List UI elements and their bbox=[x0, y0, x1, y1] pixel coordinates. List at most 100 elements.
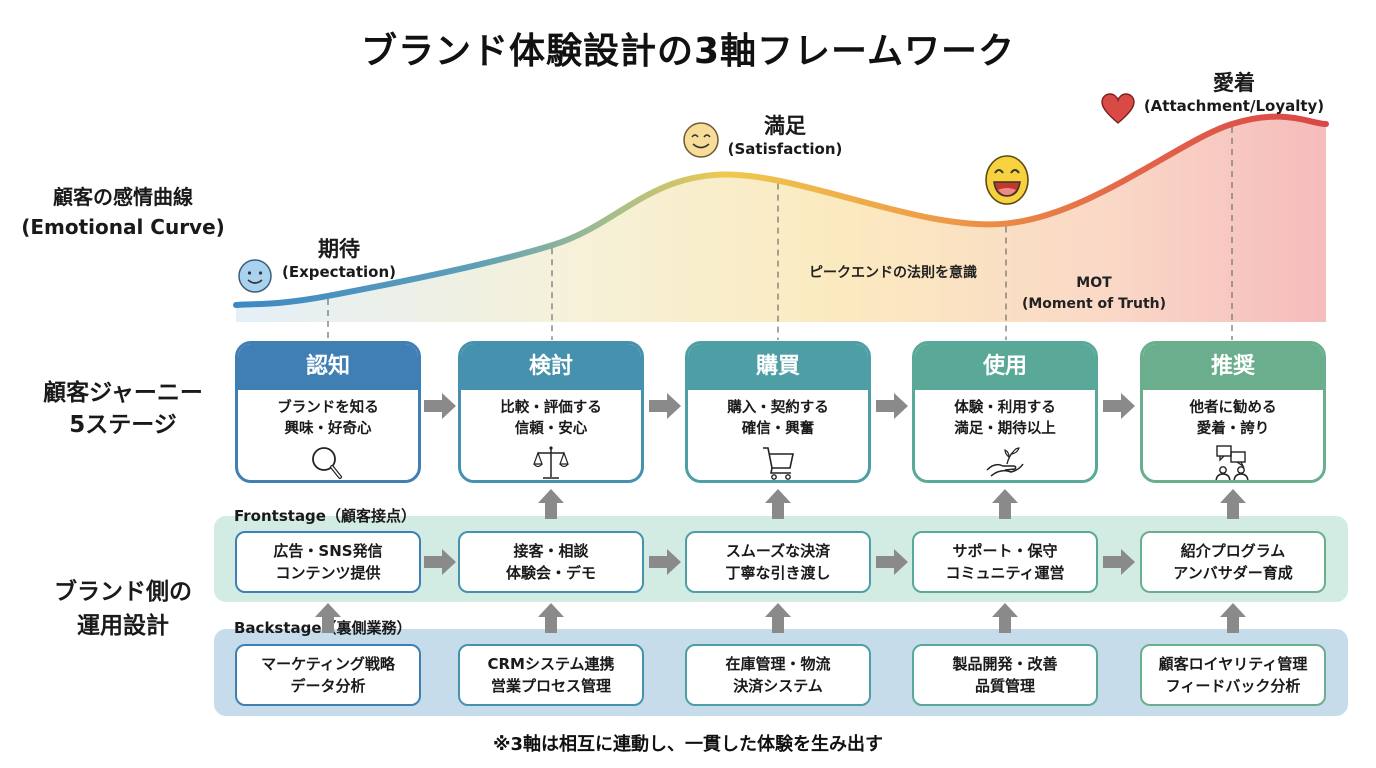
item-line2: コミュニティ運営 bbox=[945, 564, 1065, 582]
item-line2: フィードバック分析 bbox=[1165, 677, 1301, 695]
mot-note: MOT (Moment of Truth) bbox=[1008, 273, 1180, 315]
item-line2: データ分析 bbox=[290, 677, 366, 695]
item-line1: CRMシステム連携 bbox=[487, 655, 615, 673]
frontstage-item: 紹介プログラム アンバサダー育成 bbox=[1140, 531, 1326, 593]
calm-smile-face-icon bbox=[237, 258, 273, 298]
row-label-line1: 顧客の感情曲線 bbox=[53, 185, 193, 209]
row-label-line1: ブランド側の bbox=[54, 579, 192, 605]
stage-line1: 購入・契約する bbox=[727, 400, 829, 416]
up-arrow-icon bbox=[1220, 603, 1246, 633]
row-label-emotional-curve: 顧客の感情曲線 (Emotional Curve) bbox=[18, 182, 228, 242]
row-label-line2: 5ステージ bbox=[69, 412, 177, 438]
stage-description: ブランドを知る 興味・好奇心 bbox=[238, 390, 418, 480]
frontstage-item: 広告・SNS発信 コンテンツ提供 bbox=[235, 531, 421, 593]
flow-arrow-icon bbox=[1103, 549, 1135, 575]
item-line1: 接客・相談 bbox=[513, 542, 589, 560]
item-line2: 品質管理 bbox=[974, 677, 1035, 695]
item-line1: サポート・保守 bbox=[952, 542, 1058, 560]
scale-icon bbox=[461, 444, 641, 480]
stage-description: 購入・契約する 確信・興奮 bbox=[688, 390, 868, 480]
item-line1: 紹介プログラム bbox=[1180, 542, 1286, 560]
curve-point-sublabel: (Attachment/Loyalty) bbox=[1143, 97, 1325, 115]
item-line1: マーケティング戦略 bbox=[261, 655, 395, 673]
stage-card: 検討 比較・評価する 信頼・安心 bbox=[458, 341, 644, 483]
stage-line1: 体験・利用する bbox=[954, 400, 1056, 416]
stage-title: 使用 bbox=[915, 344, 1095, 390]
curve-point-satisfaction: 満足 (Satisfaction) bbox=[720, 113, 850, 159]
row-label-line1: 顧客ジャーニー bbox=[43, 380, 203, 406]
stage-title: 購買 bbox=[688, 344, 868, 390]
item-line2: 丁寧な引き渡し bbox=[725, 564, 831, 582]
stage-line2: 満足・期待以上 bbox=[954, 421, 1056, 437]
frontstage-item: 接客・相談 体験会・デモ bbox=[458, 531, 644, 593]
stage-line2: 興味・好奇心 bbox=[284, 421, 372, 437]
up-arrow-icon bbox=[765, 489, 791, 519]
curve-point-label: 満足 bbox=[764, 114, 806, 138]
up-arrow-icon bbox=[538, 603, 564, 633]
stage-line1: 他者に勧める bbox=[1189, 400, 1277, 416]
hand-plant-icon bbox=[915, 444, 1095, 480]
flow-arrow-icon bbox=[875, 549, 908, 575]
stage-line2: 愛着・誇り bbox=[1196, 421, 1270, 437]
stage-card: 推奨 他者に勧める 愛着・誇り bbox=[1140, 341, 1326, 483]
backstage-item: CRMシステム連携 営業プロセス管理 bbox=[458, 644, 644, 706]
peak-end-note: ピークエンドの法則を意識 bbox=[809, 265, 977, 281]
magnifier-icon bbox=[238, 444, 418, 480]
stage-line1: ブランドを知る bbox=[277, 400, 379, 416]
up-arrow-icon bbox=[992, 489, 1018, 519]
item-line1: 顧客ロイヤリティ管理 bbox=[1158, 655, 1308, 673]
happy-face-icon bbox=[682, 121, 720, 163]
up-arrow-icon bbox=[765, 603, 791, 633]
stage-title: 検討 bbox=[461, 344, 641, 390]
item-line2: アンバサダー育成 bbox=[1173, 564, 1293, 582]
row-label-brand-operations: ブランド側の 運用設計 bbox=[18, 575, 228, 643]
row-label-line2: (Emotional Curve) bbox=[21, 215, 225, 239]
frontstage-item: サポート・保守 コミュニティ運営 bbox=[912, 531, 1098, 593]
stage-title: 推奨 bbox=[1143, 344, 1323, 390]
emotional-curve-line bbox=[233, 113, 1329, 308]
curve-point-sublabel: (Satisfaction) bbox=[727, 140, 843, 158]
curve-area-fill bbox=[236, 116, 1326, 323]
stage-description: 体験・利用する 満足・期待以上 bbox=[915, 390, 1095, 480]
footer-note: ※3軸は相互に連動し、一貫した体験を生み出す bbox=[492, 734, 884, 755]
stage-description: 比較・評価する 信頼・安心 bbox=[461, 390, 641, 480]
row-label-customer-journey: 顧客ジャーニー 5ステージ bbox=[18, 377, 228, 441]
frontstage-item: スムーズな決済 丁寧な引き渡し bbox=[685, 531, 871, 593]
heart-icon bbox=[1100, 93, 1136, 129]
flow-arrow-icon bbox=[1103, 393, 1135, 419]
item-line2: コンテンツ提供 bbox=[275, 564, 381, 582]
item-line1: スムーズな決済 bbox=[725, 542, 831, 560]
item-line2: 決済システム bbox=[733, 677, 823, 695]
flow-arrow-icon bbox=[648, 549, 681, 575]
people-chat-icon bbox=[1143, 444, 1323, 480]
flow-arrow-icon bbox=[423, 549, 456, 575]
frontstage-label: Frontstage（顧客接点） bbox=[234, 507, 416, 525]
page-title: ブランド体験設計の3軸フレームワーク bbox=[361, 31, 1015, 72]
emotional-curve-chart bbox=[233, 113, 1329, 340]
item-line1: 製品開発・改善 bbox=[952, 655, 1058, 673]
laughing-face-icon bbox=[984, 154, 1030, 210]
mot-sublabel: (Moment of Truth) bbox=[1021, 296, 1167, 312]
up-arrow-icon bbox=[538, 489, 564, 519]
stage-description: 他者に勧める 愛着・誇り bbox=[1143, 390, 1323, 480]
up-arrow-icon bbox=[315, 603, 341, 633]
item-line1: 在庫管理・物流 bbox=[725, 655, 831, 673]
cart-icon bbox=[688, 444, 868, 480]
backstage-item: 製品開発・改善 品質管理 bbox=[912, 644, 1098, 706]
mot-label: MOT bbox=[1076, 275, 1112, 291]
curve-point-label: 期待 bbox=[318, 237, 360, 261]
backstage-item: 顧客ロイヤリティ管理 フィードバック分析 bbox=[1140, 644, 1326, 706]
up-arrow-icon bbox=[992, 603, 1018, 633]
row-label-line2: 運用設計 bbox=[77, 613, 169, 639]
backstage-item: マーケティング戦略 データ分析 bbox=[235, 644, 421, 706]
stage-card: 認知 ブランドを知る 興味・好奇心 bbox=[235, 341, 421, 483]
stage-line2: 確信・興奮 bbox=[741, 421, 815, 437]
up-arrow-icon bbox=[1220, 489, 1246, 519]
flow-arrow-icon bbox=[423, 393, 456, 419]
backstage-item: 在庫管理・物流 決済システム bbox=[685, 644, 871, 706]
stage-card: 使用 体験・利用する 満足・期待以上 bbox=[912, 341, 1098, 483]
item-line1: 広告・SNS発信 bbox=[273, 542, 383, 560]
stage-line1: 比較・評価する bbox=[500, 400, 602, 416]
curve-point-expectation: 期待 (Expectation) bbox=[278, 236, 400, 282]
stage-card: 購買 購入・契約する 確信・興奮 bbox=[685, 341, 871, 483]
